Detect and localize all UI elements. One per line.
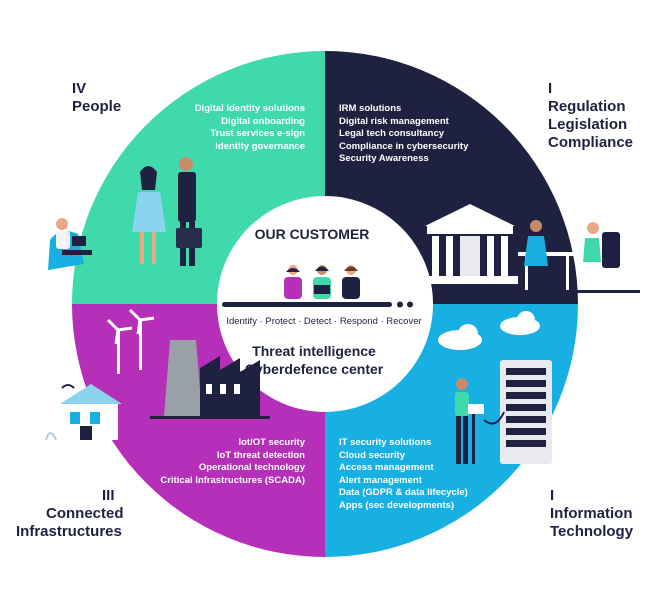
bar-dot-1	[397, 301, 403, 308]
list-item: IRM solutions	[339, 103, 402, 114]
center-title: OUR CUSTOMER	[254, 226, 370, 242]
list-item: Security Awareness	[339, 153, 429, 164]
it-heading: I Information Technology	[550, 487, 633, 541]
list-item: Access management	[339, 462, 434, 473]
it-illustration	[438, 311, 552, 464]
list-item: Iot/OT security	[238, 437, 305, 448]
list-item: Cloud security	[339, 449, 405, 461]
people-title: People	[72, 98, 122, 115]
list-item: Apps (sec developments)	[339, 499, 455, 511]
list-item: Legal tech consultancy	[339, 128, 445, 139]
people-illustration	[48, 157, 202, 270]
list-item: Critical Infrastructures (SCADA)	[160, 474, 305, 486]
infrastructure-title-1: Connected	[46, 505, 124, 522]
list-item: Operational technology	[198, 462, 305, 473]
regulation-numeral: I	[548, 80, 553, 97]
center-bar	[222, 302, 392, 307]
customers-illustration	[284, 265, 360, 299]
center-subtitle: Threat intelligence Cyberdefence center	[214, 342, 414, 378]
it-list: IT security solutions Cloud security Acc…	[339, 437, 468, 512]
list-item: Digital onboarding	[221, 115, 305, 127]
center-steps: Identify · Protect · Detect · Respond · …	[226, 316, 422, 327]
regulation-title-1: Regulation	[548, 98, 626, 115]
regulation-heading: I Regulation Legislation Compliance	[548, 80, 633, 152]
center-subtitle-line-1: Threat intelligence	[252, 343, 376, 359]
infrastructure-numeral: III	[102, 487, 115, 504]
bar-dot-2	[407, 301, 413, 308]
center-subtitle-line-2: Cyberdefence center	[244, 361, 384, 377]
infrastructure-illustration	[45, 308, 270, 441]
it-numeral: I	[550, 487, 555, 504]
list-item: Digital risk management	[339, 115, 449, 127]
regulation-title-3: Compliance	[548, 134, 634, 151]
list-item: Identity governance	[215, 140, 305, 152]
people-numeral: IV	[72, 80, 87, 97]
list-item: Trust services e-sign	[210, 128, 305, 139]
infrastructure-list: Iot/OT security IoT threat detection Ope…	[160, 437, 305, 487]
list-item: Digital Identity solutions	[194, 103, 305, 114]
list-item: Data (GDPR & data lifecycle)	[339, 487, 468, 498]
people-heading: IV People	[72, 80, 121, 116]
regulation-title-2: Legislation	[548, 116, 628, 133]
it-title-2: Technology	[550, 523, 634, 540]
people-list: Digital Identity solutions Digital onboa…	[195, 103, 305, 153]
infrastructure-title-2: Infrastructures	[16, 523, 122, 540]
list-item: IoT threat detection	[216, 449, 305, 461]
list-item: Alert management	[339, 474, 422, 486]
regulation-illustration	[422, 204, 640, 293]
regulation-list: IRM solutions Digital risk management Le…	[339, 103, 468, 166]
list-item: IT security solutions	[339, 437, 432, 448]
it-title-1: Information	[550, 505, 633, 522]
infrastructure-heading: III Connected Infrastructures	[16, 487, 124, 541]
list-item: Compliance in cybersecurity	[339, 140, 469, 152]
